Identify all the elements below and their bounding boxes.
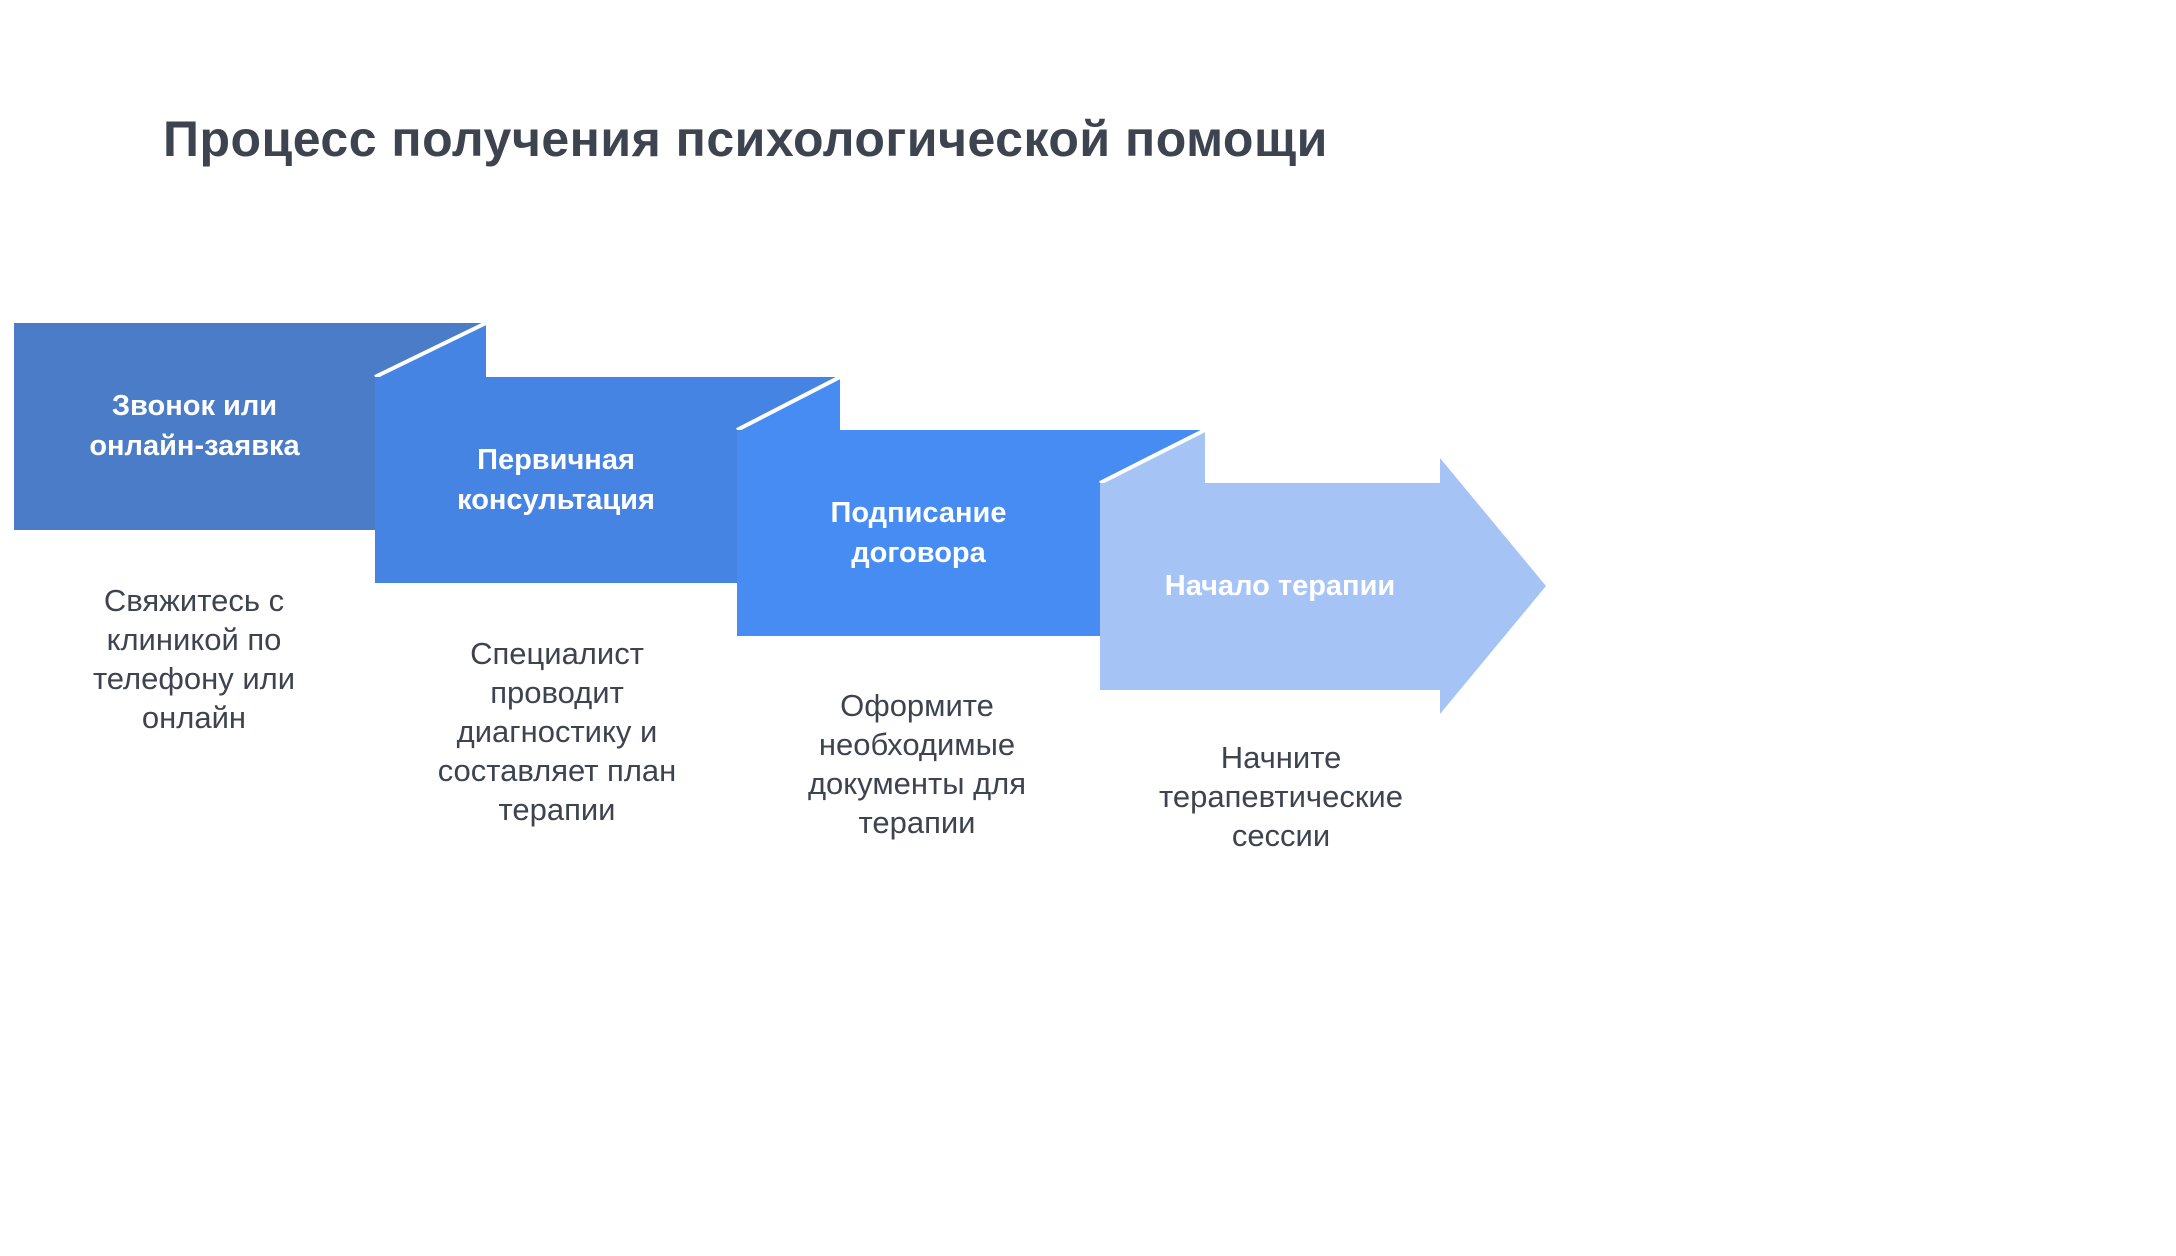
step3-label: Подписание договора — [830, 497, 1007, 569]
page-title: Процесс получения психологической помощи — [163, 111, 1328, 167]
step3-crease-line — [736, 375, 841, 432]
step4-arrow-shape — [1100, 458, 1546, 714]
step3-description: Оформите необходимые документы для терап… — [807, 688, 1027, 840]
step1-description: Свяжитесь с клиникой по телефону или онл… — [92, 583, 296, 735]
step4-label: Начало терапии — [1164, 570, 1396, 602]
step2-label: Первичная консультация — [457, 444, 655, 516]
step4-description: Начните терапевтические сессии — [1159, 740, 1403, 853]
step2-crease-line — [374, 321, 487, 379]
step2-description: Специалист проводит диагностику и состав… — [437, 636, 677, 827]
step4-crease-line — [1099, 428, 1206, 485]
step1-label: Звонок или онлайн-заявка — [89, 390, 300, 462]
